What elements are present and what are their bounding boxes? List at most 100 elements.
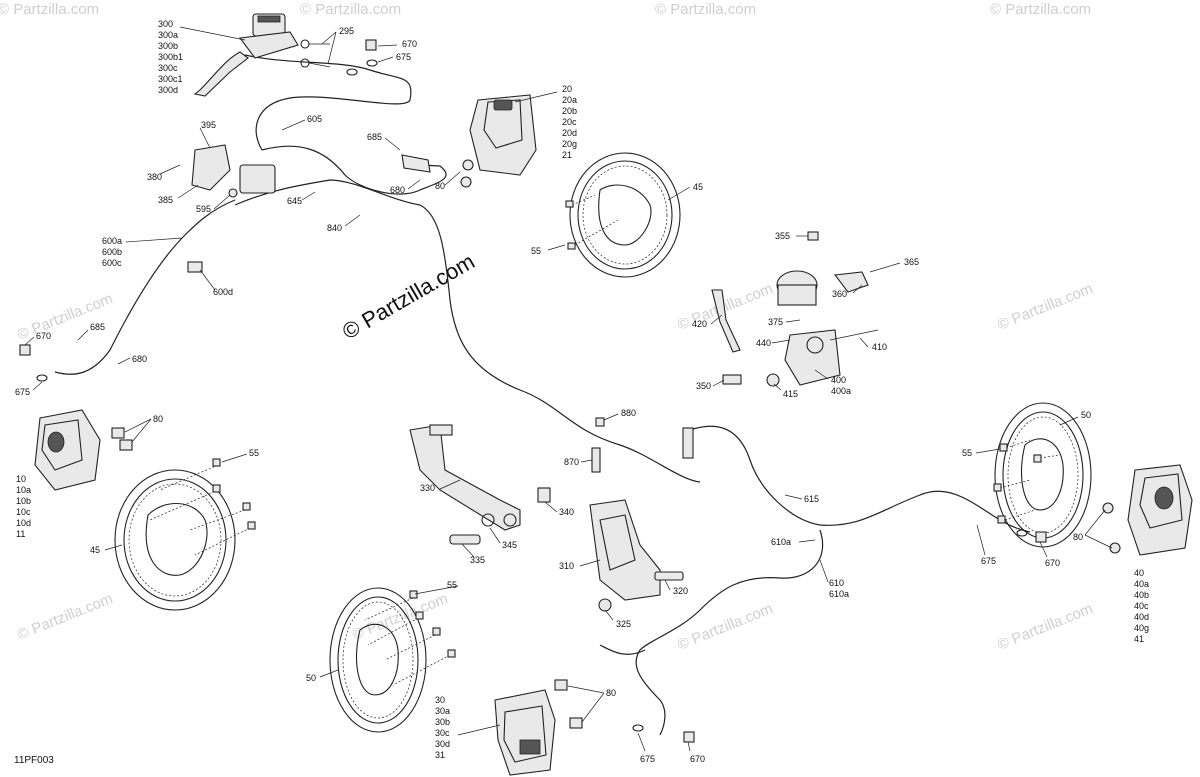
- bolt-355: [807, 231, 819, 241]
- callout-10b: 10b: [16, 496, 31, 506]
- callout-615: 615: [804, 494, 819, 504]
- leader: [321, 31, 337, 45]
- callout-600c: 600c: [102, 258, 122, 268]
- leader: [547, 244, 566, 251]
- disc-bolt: [447, 649, 456, 658]
- callout-335: 335: [470, 555, 485, 565]
- brake-lever: [193, 51, 249, 97]
- brake-line-front-upper: [261, 145, 447, 195]
- callout-675: 675: [981, 556, 996, 566]
- disc-carrier: [355, 623, 399, 696]
- watermark: © Partzilla.com: [350, 590, 450, 644]
- watermark: © Partzilla.com: [0, 1, 99, 18]
- disc-outer: [114, 469, 236, 611]
- callout-300d: 300d: [158, 85, 178, 95]
- callout-325: 325: [616, 619, 631, 629]
- leader: [710, 314, 723, 325]
- brake-line-diagonal: [419, 204, 701, 483]
- leader: [581, 692, 605, 723]
- leader: [1039, 541, 1048, 558]
- leader: [77, 329, 89, 341]
- leader: [199, 269, 216, 291]
- caliper-piston: [493, 99, 513, 111]
- callout-20g: 20g: [562, 139, 577, 149]
- leader: [125, 237, 183, 243]
- port: [806, 336, 824, 354]
- callout-365: 365: [904, 257, 919, 267]
- leader-lines: [24, 26, 1113, 752]
- front-master-cylinder: [193, 13, 331, 97]
- callout-685: 685: [367, 132, 382, 142]
- callout-415: 415: [783, 389, 798, 399]
- leader: [407, 179, 421, 190]
- caliper-piston: [519, 739, 541, 755]
- callout-45: 45: [90, 545, 100, 555]
- callout-11: 11: [16, 529, 25, 539]
- pedal-pivot: [503, 513, 517, 527]
- leader: [213, 194, 231, 210]
- disc-bolt: [212, 484, 221, 493]
- disc-bolt: [409, 590, 418, 599]
- leader: [859, 337, 869, 348]
- nut-880: [595, 417, 605, 427]
- brake-disc-front-right: [569, 152, 681, 278]
- callout-360: 360: [832, 289, 847, 299]
- sensor-615: [682, 427, 694, 459]
- caliper-body: [483, 99, 523, 149]
- callout-41: 41: [1134, 634, 1144, 644]
- junction-block: [239, 164, 276, 194]
- callout-355: 355: [775, 231, 790, 241]
- leader-dashed: [384, 634, 436, 661]
- caliper-bolt: [1109, 542, 1121, 554]
- disc-track: [337, 596, 419, 724]
- leader: [104, 544, 123, 551]
- brake-pedal: [409, 424, 551, 545]
- leader-dashed: [999, 479, 1031, 489]
- leader: [1084, 509, 1106, 536]
- callout-380: 380: [147, 172, 162, 182]
- callout-880: 880: [621, 408, 636, 418]
- callout-20d: 20d: [562, 128, 577, 138]
- leader: [344, 214, 361, 227]
- leader: [327, 31, 337, 65]
- callout-340: 340: [559, 507, 574, 517]
- callout-670: 670: [1045, 558, 1060, 568]
- callout-20a: 20a: [562, 95, 577, 105]
- watermark: © Partzilla.com: [675, 600, 775, 654]
- callout-420: 420: [692, 319, 707, 329]
- leader: [784, 494, 803, 500]
- callout-40c: 40c: [1134, 601, 1149, 611]
- callout-680: 680: [132, 354, 147, 364]
- callout-21: 21: [562, 150, 572, 160]
- callout-310: 310: [559, 561, 574, 571]
- leader: [24, 336, 35, 346]
- leader-dashed: [1039, 454, 1061, 459]
- callout-80: 80: [1073, 532, 1083, 542]
- leader: [179, 26, 246, 41]
- pushrod: [829, 329, 879, 341]
- leader: [773, 383, 782, 391]
- leader: [869, 262, 901, 273]
- leader: [814, 369, 829, 380]
- brake-disc-rear-left: [329, 587, 427, 733]
- disc-bolt: [565, 200, 574, 208]
- watermark: © Partzilla.com: [990, 1, 1091, 18]
- banjo-bolt-group-top: [346, 39, 378, 76]
- brake-line-lower: [635, 529, 824, 736]
- leader: [604, 609, 614, 621]
- caliper-bolt: [554, 679, 568, 691]
- disc-bolt: [247, 521, 256, 530]
- rear-master-cylinder: [711, 231, 879, 387]
- callout-350: 350: [696, 381, 711, 391]
- bolt-head: [300, 39, 310, 49]
- front-caliper-left: [34, 409, 133, 491]
- washer: [366, 59, 378, 67]
- brake-line-left: [54, 199, 236, 375]
- disc-holes: [1007, 416, 1079, 534]
- bracket-385: [191, 144, 231, 191]
- callout-840: 840: [327, 223, 342, 233]
- callout-30: 30: [435, 695, 445, 705]
- bushing-340: [537, 487, 551, 503]
- callout-80: 80: [435, 181, 445, 191]
